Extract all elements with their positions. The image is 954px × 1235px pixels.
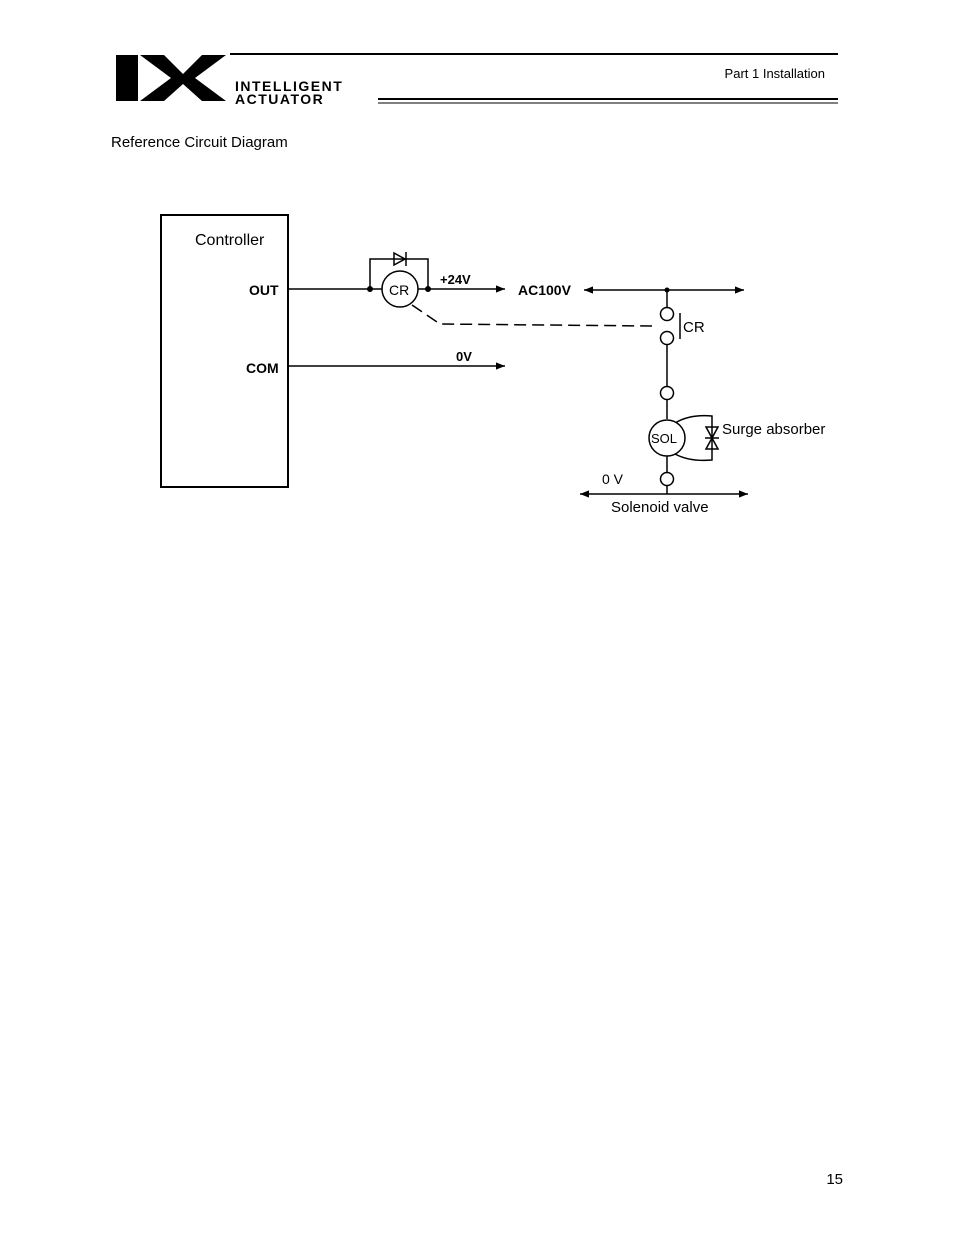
zero-v-label: 0V xyxy=(456,349,472,364)
surge-absorber-label: Surge absorber xyxy=(722,421,825,438)
relay-link-dashed xyxy=(411,304,653,327)
contact-terminal xyxy=(659,306,675,322)
solenoid-label: SOL xyxy=(651,431,677,446)
out-label: OUT xyxy=(249,282,279,298)
com-label: COM xyxy=(246,360,279,376)
section-title: Reference Circuit Diagram xyxy=(111,134,288,151)
controller-box xyxy=(160,214,289,488)
diode-icon xyxy=(393,251,407,267)
relay-contact-label: CR xyxy=(683,319,705,336)
terminal xyxy=(659,471,675,487)
logo-line2: ACTUATOR xyxy=(235,91,324,107)
plus24v-label: +24V xyxy=(440,272,471,287)
section-header: Part 1 Installation xyxy=(724,66,825,81)
contact-terminal xyxy=(659,330,675,346)
diode-wire xyxy=(369,258,429,289)
logo-mark xyxy=(116,55,138,101)
solenoid-valve-label: Solenoid valve xyxy=(611,499,709,516)
ac100v-label: AC100V xyxy=(518,282,572,298)
circuit-diagram: Controller OUT COM CR +24V 0V AC100V CR … xyxy=(160,214,825,516)
controller-label: Controller xyxy=(195,232,265,249)
logo-line1: INTELLIGENT xyxy=(235,78,343,94)
header: INTELLIGENT ACTUATOR xyxy=(116,53,838,107)
terminal xyxy=(659,385,675,401)
page-number: 15 xyxy=(826,1171,843,1188)
relay-coil-label: CR xyxy=(389,282,409,298)
ground-label: 0 V xyxy=(602,471,624,487)
surge-absorber-icon xyxy=(704,426,720,450)
company-logo: INTELLIGENT ACTUATOR xyxy=(116,55,343,107)
